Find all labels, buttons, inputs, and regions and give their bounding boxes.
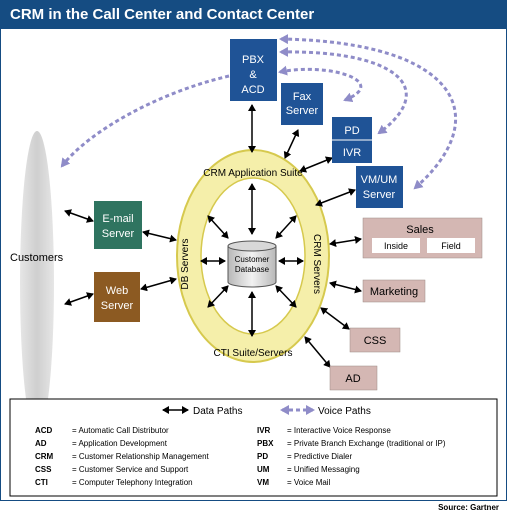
web-label-1: Web	[106, 285, 128, 297]
data-path-web-ring	[140, 276, 177, 292]
database-label-2: Database	[235, 265, 270, 274]
legend-abbr: UM	[257, 465, 270, 474]
sales-field-label: Field	[441, 241, 461, 251]
legend-abbr: IVR	[257, 426, 271, 435]
data-path-customers-web	[64, 292, 94, 306]
email-server-box: E-mail Server	[94, 201, 142, 249]
css-box: CSS	[349, 327, 401, 353]
legend-definition: = Customer Relationship Management	[72, 452, 210, 461]
legend-data-paths-label: Data Paths	[193, 406, 242, 417]
data-path-pd	[299, 156, 333, 173]
pbx-label-1: PBX	[242, 54, 265, 66]
web-server-box: Web Server	[94, 272, 140, 322]
pbx-label-2: &	[249, 69, 257, 81]
sales-label: Sales	[406, 224, 434, 236]
legend-abbr: CRM	[35, 452, 54, 461]
diagram-title: CRM in the Call Center and Contact Cente…	[10, 6, 315, 23]
customers-ellipse	[20, 131, 54, 435]
fax-server-box: Fax Server	[281, 83, 323, 125]
source-note: Source: Gartner	[438, 503, 499, 512]
marketing-label: Marketing	[370, 286, 418, 298]
legend-abbr: AD	[35, 439, 47, 448]
data-path-ad	[304, 336, 331, 368]
legend-definition: = Interactive Voice Response	[287, 426, 391, 435]
css-label: CSS	[364, 335, 387, 347]
sales-box: Sales Inside Field	[362, 217, 483, 259]
data-path-sales	[329, 236, 362, 247]
data-path-vmum	[315, 188, 356, 207]
customer-database: Customer Database	[227, 240, 277, 288]
ring-label-right: CRM Servers	[311, 234, 322, 294]
legend-definition: = Computer Telephony Integration	[72, 478, 193, 487]
data-path-marketing	[329, 280, 362, 294]
title-bar: CRM in the Call Center and Contact Cente…	[1, 1, 506, 29]
vmum-server-box: VM/UM Server	[356, 166, 403, 208]
ring-label-top: CRM Application Suite	[203, 168, 303, 179]
pbx-label-3: ACD	[241, 84, 264, 96]
legend-voice-paths-label: Voice Paths	[318, 406, 371, 417]
fax-label-2: Server	[286, 105, 319, 117]
legend-definition: = Voice Mail	[287, 478, 331, 487]
ring-label-left: DB Servers	[180, 238, 191, 289]
data-path-ul-db	[207, 215, 229, 239]
voice-paths	[60, 34, 457, 190]
sales-inside-label: Inside	[384, 241, 408, 251]
data-path-ur-db	[275, 215, 297, 239]
data-path-email-ring	[142, 229, 177, 243]
legend-definition: = Application Development	[72, 439, 168, 448]
ring-label-bottom: CTI Suite/Servers	[214, 348, 293, 359]
data-path-customers-email	[64, 209, 94, 223]
pbx-acd-box: PBX & ACD	[230, 39, 277, 101]
voice-path-pbx-vmum	[279, 34, 457, 190]
legend-definition: = Customer Service and Support	[72, 465, 189, 474]
data-path-ll-db	[207, 285, 229, 308]
vmum-label-1: VM/UM	[361, 174, 398, 186]
legend-abbr: CTI	[35, 478, 48, 487]
email-label-2: Server	[102, 228, 135, 240]
marketing-box: Marketing	[362, 279, 426, 303]
data-path-lr-db	[275, 285, 297, 308]
email-label-1: E-mail	[102, 213, 133, 225]
legend: Data Paths Voice Paths ACD = Automatic C…	[9, 398, 498, 497]
legend-abbr: ACD	[35, 426, 53, 435]
legend-abbr: PD	[257, 452, 268, 461]
fax-label-1: Fax	[293, 91, 312, 103]
data-path-css	[320, 307, 350, 330]
legend-abbr: PBX	[257, 439, 274, 448]
legend-definition: = Unified Messaging	[287, 465, 360, 474]
pd-ivr-box: PD IVR	[332, 117, 372, 163]
ivr-label: IVR	[343, 147, 361, 159]
vmum-label-2: Server	[363, 189, 396, 201]
ad-box: AD	[329, 365, 378, 391]
legend-abbr: CSS	[35, 465, 52, 474]
web-label-2: Server	[101, 300, 134, 312]
legend-definition: = Automatic Call Distributor	[72, 426, 169, 435]
database-label-1: Customer	[235, 255, 270, 264]
ad-label: AD	[345, 373, 360, 385]
legend-abbr: VM	[257, 478, 269, 487]
legend-definition: = Private Branch Exchange (traditional o…	[287, 439, 446, 448]
voice-path-pbx-customers	[60, 74, 230, 168]
pd-label: PD	[344, 125, 359, 137]
customers-label: Customers	[10, 252, 64, 264]
legend-definition: = Predictive Dialer	[287, 452, 352, 461]
data-path-fax	[283, 129, 300, 159]
legend-box	[9, 398, 498, 497]
